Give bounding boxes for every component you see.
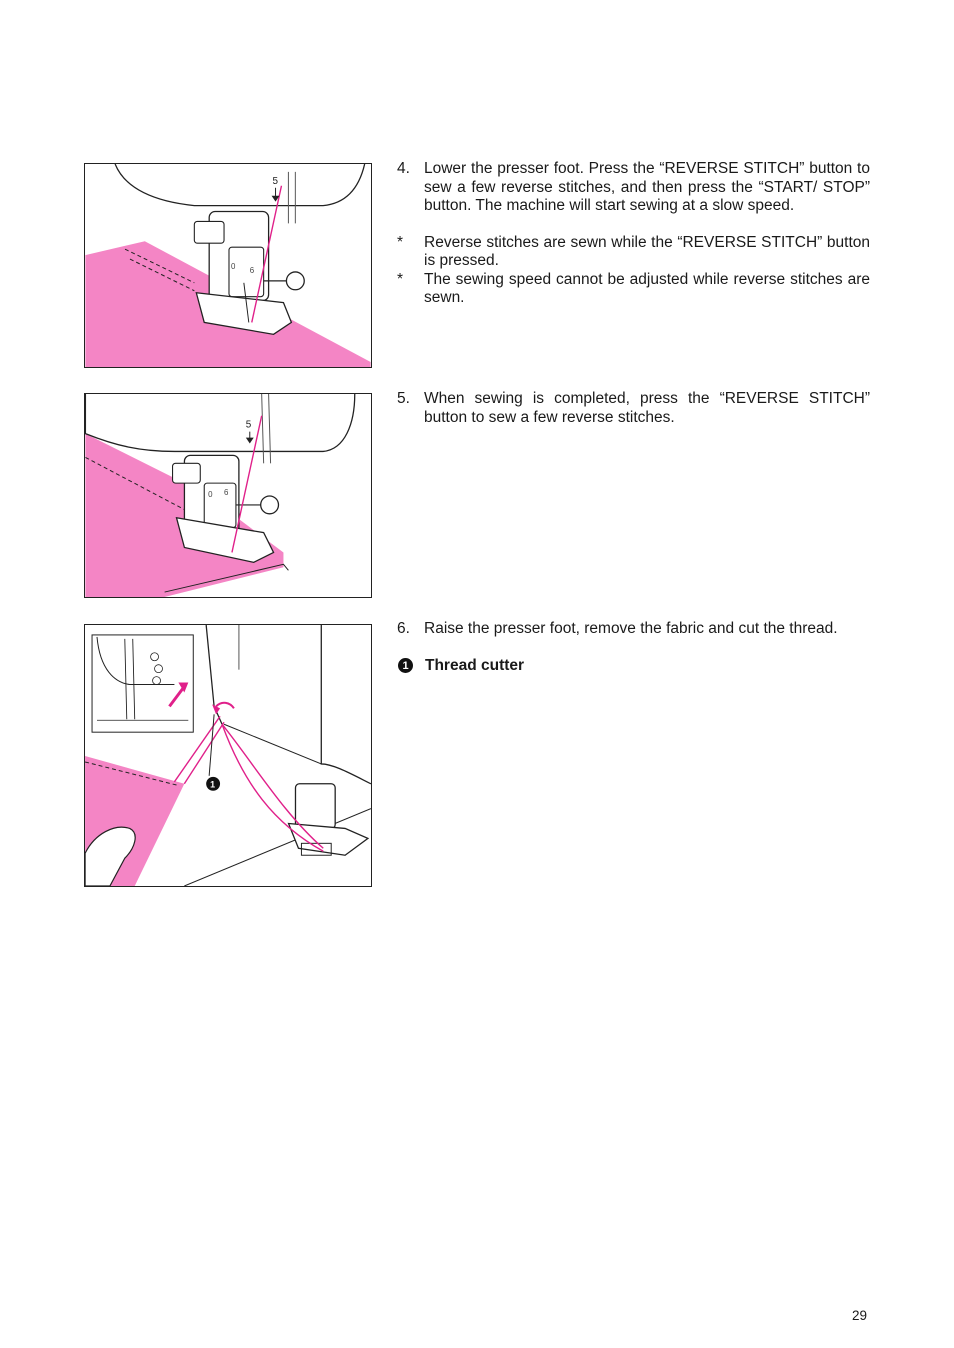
callout-number: 1 bbox=[210, 780, 215, 790]
step-number: 6. bbox=[397, 620, 410, 637]
callout-leader bbox=[208, 714, 215, 776]
note-item: * Reverse stitches are sewn while the “R… bbox=[397, 234, 870, 271]
note-text: The sewing speed cannot be adjusted whil… bbox=[424, 270, 870, 307]
step-number: 5. bbox=[397, 390, 410, 407]
step-number: 4. bbox=[397, 160, 410, 177]
step-4: 4. Lower the presser foot. Press the “RE… bbox=[397, 160, 870, 308]
step-5: 5. When sewing is completed, press the “… bbox=[397, 390, 870, 427]
legend-badge-icon: 1 bbox=[398, 658, 413, 674]
thread bbox=[231, 415, 263, 553]
step-text: Raise the presser foot, remove the fabri… bbox=[424, 620, 838, 637]
illustration-thread-cutter: 1 bbox=[85, 625, 371, 886]
note-text: Reverse stitches are sewn while the “REV… bbox=[424, 233, 870, 270]
thread bbox=[251, 185, 283, 323]
arrow-down-icon bbox=[245, 437, 254, 444]
step-text: Lower the presser foot. Press the “REVER… bbox=[424, 160, 870, 214]
arrow-down-icon bbox=[271, 195, 280, 202]
step-6: 6. Raise the presser foot, remove the fa… bbox=[397, 620, 870, 675]
thread bbox=[183, 721, 225, 785]
foot-mark: 0 bbox=[231, 262, 236, 271]
illustration-reverse-stitch-start: 5 0 6 bbox=[85, 164, 371, 367]
step-text: When sewing is completed, press the “REV… bbox=[424, 390, 870, 426]
figure-reverse-stitch-end: 5 0 6 bbox=[84, 393, 372, 598]
marker-label: 5 bbox=[246, 420, 252, 431]
legend-thread-cutter: 1 Thread cutter bbox=[397, 657, 870, 676]
hand bbox=[85, 826, 136, 886]
note-mark: * bbox=[397, 233, 404, 251]
callout-badge-icon bbox=[206, 776, 221, 791]
note-item: * The sewing speed cannot be adjusted wh… bbox=[397, 271, 870, 308]
foot-mark: 0 bbox=[208, 490, 213, 499]
illustration-reverse-stitch-end: 5 0 6 bbox=[85, 394, 356, 597]
foot-mark: 6 bbox=[224, 488, 229, 497]
foot-mark: 6 bbox=[250, 266, 255, 275]
marker-label: 5 bbox=[273, 176, 279, 187]
page-number: 29 bbox=[852, 1308, 868, 1323]
figure-thread-cutter: 1 bbox=[84, 624, 372, 887]
legend-label: Thread cutter bbox=[425, 656, 525, 674]
inset-arrow-icon bbox=[178, 682, 189, 693]
cut-direction-arrow-icon bbox=[215, 701, 235, 709]
inset-view bbox=[91, 634, 194, 733]
figure-lower-presser-foot: 5 0 6 bbox=[84, 163, 372, 368]
note-mark: * bbox=[397, 270, 404, 288]
